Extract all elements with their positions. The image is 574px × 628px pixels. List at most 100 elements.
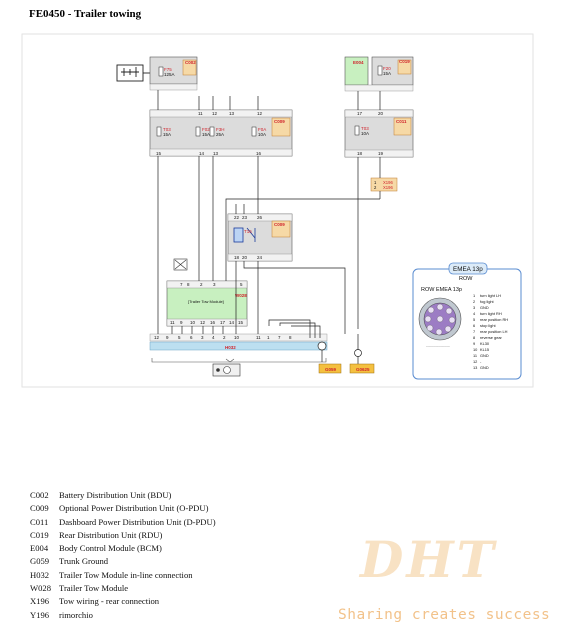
diagram-frame: [21, 33, 534, 388]
c011-connector: [393, 117, 412, 136]
fuse-f3h-label: F3H: [216, 127, 225, 132]
emea-pin-number: 8: [473, 335, 475, 340]
emea-pin-label: reverse gear: [480, 335, 503, 340]
svg-text:16: 16: [210, 320, 216, 325]
legend-desc: rimorchio: [59, 609, 93, 620]
svg-text:23: 23: [242, 215, 248, 220]
emea-pin-number: 5: [473, 317, 475, 322]
fuse-f20-symbol: [377, 65, 383, 76]
legend-desc: Dashboard Power Distribution Unit (D-PDU…: [59, 516, 216, 527]
emea-pin-label: KL15: [480, 347, 489, 352]
w028-desc: [Trailer Tow Module]: [188, 299, 224, 304]
e004-c019-pin-strip: [344, 84, 414, 92]
svg-text:5: 5: [240, 282, 243, 287]
emea-pin-number: 7: [473, 329, 475, 334]
svg-text:2: 2: [223, 335, 226, 340]
svg-text:12: 12: [212, 111, 218, 116]
svg-text:12: 12: [257, 111, 263, 116]
svg-text:11: 11: [170, 320, 175, 325]
svg-text:6: 6: [190, 335, 193, 340]
svg-text:3: 3: [213, 282, 216, 287]
svg-text:7: 7: [180, 282, 183, 287]
emea-sub: ROW: [459, 276, 473, 282]
watermark-logo: DHT: [360, 530, 497, 589]
svg-text:14: 14: [229, 320, 235, 325]
c009-bottom-pin-strip: [149, 148, 293, 157]
w028-warning-symbol: [173, 258, 188, 271]
fuse-f75-label: F75: [164, 67, 172, 72]
g0625-label: G0625: [356, 367, 370, 372]
legend-desc: Optional Power Distribution Unit (O-PDU): [59, 503, 209, 514]
legend-desc: Trunk Ground: [59, 556, 109, 567]
emea-pin-number: 10: [473, 347, 478, 352]
legend-desc: Trailer Tow Module: [59, 583, 129, 594]
splice-points: [317, 341, 362, 357]
c009-connector: [271, 117, 291, 137]
svg-text:26: 26: [257, 215, 263, 220]
c016-bottom-pin-strip: [227, 253, 293, 262]
emea-pin-number: 13: [473, 365, 477, 370]
wires: [157, 90, 381, 364]
emea-header: EMEA 13p: [453, 266, 483, 273]
c011-label: C011: [396, 119, 407, 124]
w028-top-pin-strip: [166, 280, 248, 289]
emea-pin-number: 11: [473, 353, 477, 358]
svg-text:1: 1: [267, 335, 270, 340]
emea-pin-label: stop light: [480, 323, 496, 328]
svg-text:4: 4: [212, 335, 215, 340]
fuse-t03-rating: 15A: [163, 132, 171, 137]
fuse-f02-rating: 15A: [202, 132, 210, 137]
emea-pin-label: KL30: [480, 341, 490, 346]
watermark-slogan: Sharing creates success: [338, 607, 551, 623]
e004-label: E004: [353, 60, 364, 65]
svg-text:9: 9: [166, 335, 169, 340]
c011-bottom-pin-strip: [344, 149, 414, 158]
legend-desc: Trailer Tow Module in-line connection: [59, 569, 193, 580]
svg-text:2: 2: [200, 282, 203, 287]
g059-ground: [318, 363, 342, 374]
emea-pin-list-caption: ─────────────: [425, 345, 450, 348]
svg-text:9: 9: [180, 320, 183, 325]
emea-pin-label: GND: [480, 305, 489, 310]
svg-text:15: 15: [238, 320, 244, 325]
emea-pin-label: GND: [480, 353, 489, 358]
w028-pin-numbers: 7 8 2 3 5 11 9 10 12 16 17 14 15: [170, 282, 244, 325]
svg-text:22: 22: [234, 215, 240, 220]
legend-desc: Tow wiring - rear connection: [59, 596, 160, 607]
svg-text:17: 17: [357, 111, 363, 116]
legend-code: W028: [30, 583, 52, 594]
h032-pin-strip: [149, 333, 328, 342]
fuse-t03b-rating: 10A: [361, 131, 369, 136]
fuse-f75-rating: 125A: [164, 72, 175, 77]
legend-code: G059: [30, 556, 50, 567]
fuse-f02-label: F02: [202, 127, 210, 132]
trailer-socket-icon: [212, 363, 241, 377]
legend-item: W028 Trailer Tow Module: [30, 582, 216, 595]
svg-text:19: 19: [378, 151, 384, 156]
page-title: FE0450 - Trailer towing: [29, 8, 142, 20]
h032-bar: [149, 341, 328, 351]
emea-pin-number: 9: [473, 341, 475, 346]
c019-connector: [397, 59, 412, 75]
x196-label: X196: [383, 180, 393, 185]
legend-code: C002: [30, 490, 49, 500]
legend-code: E004: [30, 543, 49, 554]
c002-connector: [182, 59, 197, 76]
emea-pin-label: rear position LH: [480, 329, 508, 334]
svg-text:12: 12: [200, 320, 206, 325]
svg-text:15: 15: [156, 151, 162, 156]
svg-text:20: 20: [242, 255, 248, 260]
legend-code: C019: [30, 529, 49, 540]
svg-text:10: 10: [190, 320, 196, 325]
fuse-f0a-label: F0A: [258, 127, 266, 132]
c016-pin-numbers: 22 23 26 18 20 24: [234, 215, 263, 260]
w028-bottom-pin-strip: [166, 318, 248, 327]
c002-pin-strip: [149, 83, 198, 91]
